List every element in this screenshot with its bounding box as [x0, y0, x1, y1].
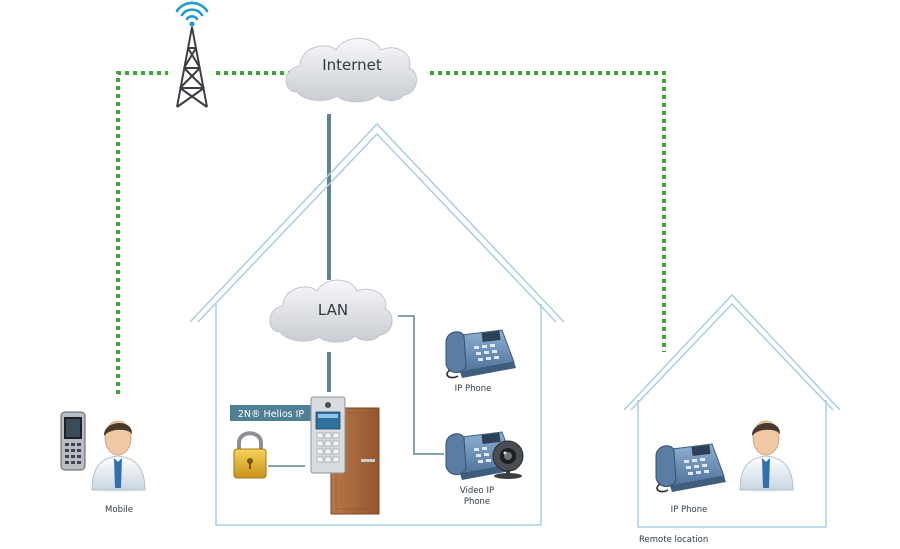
lan-cloud: LAN	[269, 279, 393, 343]
mobile-user	[60, 411, 152, 495]
remote-ip-phone	[655, 443, 726, 493]
webcam-icon	[492, 440, 524, 479]
wifi-signal-icon	[175, 1, 209, 21]
video-ip-phone-label-line1: Video IP	[460, 486, 494, 496]
desk-phone-icon	[655, 443, 726, 493]
padlock-icon	[233, 431, 267, 479]
video-ip-phone	[445, 431, 524, 480]
main-house	[189, 122, 565, 526]
internet-cloud: Internet	[285, 37, 417, 103]
mobile-wireless-link	[116, 71, 168, 394]
video-ip-phone-label-line2: Phone	[464, 497, 490, 507]
lan-phones-cable	[398, 315, 444, 455]
person-icon	[732, 420, 800, 495]
ip-phone-label: IP Phone	[455, 384, 492, 394]
remote-ip-phone-label: IP Phone	[671, 505, 708, 515]
lan-label: LAN	[318, 301, 348, 319]
desk-phone-icon	[445, 329, 516, 379]
helios-badge: 2N® Helios IP	[230, 405, 312, 421]
intercom-icon	[310, 396, 346, 474]
mobile-label: Mobile	[105, 505, 133, 515]
internet-label: Internet	[322, 56, 382, 74]
mobile-phone-icon	[60, 411, 86, 471]
person-icon	[84, 420, 152, 495]
remote-house	[623, 293, 841, 528]
antenna-tower-icon	[175, 1, 209, 108]
remote-wireless-link	[430, 71, 666, 352]
wireless-links	[116, 71, 666, 394]
helios-badge-label: 2N® Helios IP	[238, 409, 305, 420]
remote-location-label: Remote location	[639, 535, 708, 545]
